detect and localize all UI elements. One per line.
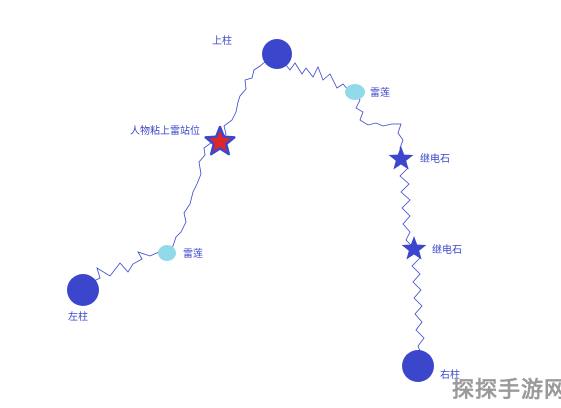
label-stand-point: 人物粘上雷站位 <box>130 126 200 137</box>
right-pillar-icon <box>402 350 434 382</box>
lightning-lotus-lower-icon <box>158 245 176 261</box>
site-watermark: 探探手游网 <box>452 378 561 403</box>
wire-relay-upper-to-relay-lower <box>399 159 415 249</box>
stand-point-star-icon <box>204 125 236 156</box>
wire-standpoint-to-top-pillar <box>218 54 273 143</box>
label-right-pillar: 右柱 <box>440 370 460 381</box>
left-pillar-icon <box>67 274 99 306</box>
label-lotus-lower: 雷莲 <box>183 249 203 260</box>
label-left-pillar: 左柱 <box>68 312 88 323</box>
label-top-pillar: 上柱 <box>212 36 232 47</box>
label-relay-lower: 继电石 <box>432 245 462 256</box>
label-lotus-upper: 雷莲 <box>370 88 390 99</box>
relay-stone-lower-star-icon <box>401 236 427 260</box>
wire-left-to-lotus <box>87 251 168 285</box>
label-relay-upper: 继电石 <box>420 154 450 165</box>
lightning-lotus-upper-icon <box>345 84 365 100</box>
wire-relay-lower-to-right-pillar <box>411 249 425 357</box>
relay-stone-upper-star-icon <box>388 146 414 170</box>
wire-lotus-to-relay-upper <box>354 91 404 159</box>
wire-lotus-to-standpoint <box>166 141 219 254</box>
top-pillar-icon <box>262 39 292 69</box>
wire-top-pillar-to-lotus <box>276 53 351 93</box>
